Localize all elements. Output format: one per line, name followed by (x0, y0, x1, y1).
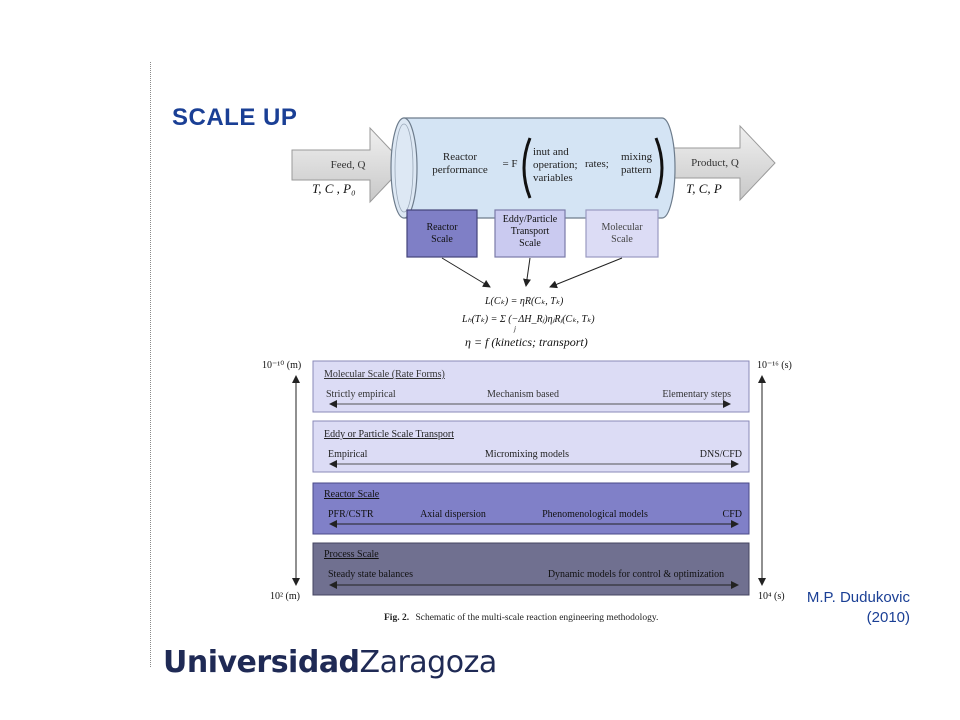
axis-left-top: 10⁻¹⁰ (m) (262, 360, 301, 371)
rates-label: rates; (585, 158, 609, 170)
equation-1: L(Cₖ) = ηR(Cₖ, Tₖ) (484, 296, 564, 307)
eddy-scale-line2: Transport (511, 226, 550, 237)
feed-label: Feed, Q (331, 159, 366, 171)
inputs-line2: operation; (533, 159, 578, 171)
figure-caption-label: Fig. 2. (384, 613, 409, 623)
feed-arrow: Feed, Q (291, 126, 406, 204)
band-molecular-left: Strictly empirical (326, 389, 396, 400)
band-eddy-left: Empirical (328, 449, 368, 460)
band-molecular-middle: Mechanism based (487, 389, 559, 400)
equals-f: = F (502, 158, 517, 170)
molecular-scale-box: Molecular Scale (585, 209, 659, 258)
reactor-scale-line2: Scale (431, 234, 453, 245)
citation-credit: M.P. Dudukovic (2010) (807, 588, 910, 628)
band-molecular-title: Molecular Scale (Rate Forms) (324, 369, 445, 380)
slide-title: SCALE UP (172, 104, 298, 131)
axis-right-top: 10⁻¹⁶ (s) (757, 360, 792, 371)
reactor-scale-box: Reactor Scale (406, 209, 478, 258)
equations: L(Cₖ) = ηR(Cₖ, Tₖ) Lₕ(Tₖ) = Σ (−ΔH_Rⱼ)ηⱼ… (461, 296, 595, 349)
inputs-line3: variables (533, 172, 573, 184)
mixing-line1: mixing (621, 151, 653, 163)
axis-right-bottom: 10⁴ (s) (758, 591, 785, 602)
band-reactor-middle2: Phenomenological models (542, 509, 648, 520)
equation-2-index: j (513, 325, 516, 333)
eddy-to-equation-arrow (523, 257, 531, 287)
band-molecular: Molecular Scale (Rate Forms) Strictly em… (312, 360, 750, 413)
eddy-scale-line1: Eddy/Particle (503, 214, 558, 225)
molecular-to-equation-arrow (549, 257, 623, 289)
citation-author: M.P. Dudukovic (806, 589, 910, 606)
band-eddy-title: Eddy or Particle Scale Transport (324, 429, 454, 440)
reactor-to-equation-arrow (441, 257, 491, 288)
band-process-middle: Dynamic models for control & optimizatio… (548, 569, 724, 580)
band-process-title: Process Scale (324, 549, 379, 560)
band-eddy: Eddy or Particle Scale Transport Empiric… (312, 420, 750, 473)
axis-left-bottom: 10² (m) (270, 591, 300, 602)
citation-year: (2010) (866, 609, 910, 626)
reactor-cylinder: Reactor performance = F inut and operati… (390, 117, 676, 219)
band-eddy-middle: Micromixing models (485, 449, 569, 460)
band-reactor-right: CFD (723, 509, 742, 520)
molecular-scale-line2: Scale (611, 234, 633, 245)
equation-2: Lₕ(Tₖ) = Σ (−ΔH_Rⱼ)ηⱼRⱼ(Cₖ, Tₖ) (461, 314, 595, 325)
band-reactor-middle: Axial dispersion (420, 509, 486, 520)
band-process-left: Steady state balances (328, 569, 413, 580)
band-molecular-right: Elementary steps (662, 389, 731, 400)
feed-variables: T, C , P₀ (312, 181, 356, 196)
reactor-performance-line2: performance (432, 164, 488, 176)
slide-divider-line (150, 62, 151, 667)
product-variables: T, C, P (686, 181, 722, 196)
band-reactor-left: PFR/CSTR (328, 509, 374, 520)
figure-caption: Fig. 2. Schematic of the multi-scale rea… (384, 612, 658, 623)
reactor-performance-line1: Reactor (443, 151, 478, 163)
eddy-scale-line3: Scale (519, 238, 541, 249)
band-eddy-right: DNS/CFD (700, 449, 742, 460)
band-reactor: Reactor Scale PFR/CSTR Axial dispersion … (312, 482, 750, 535)
product-label: Product, Q (691, 157, 739, 169)
figure-caption-text: Schematic of the multi-scale reaction en… (415, 612, 658, 623)
band-reactor-title: Reactor Scale (324, 489, 380, 500)
molecular-scale-line1: Molecular (601, 222, 643, 233)
eddy-scale-box: Eddy/Particle Transport Scale (494, 209, 566, 258)
universidad-zaragoza-logo: UniversidadZaragoza (163, 645, 497, 680)
band-process: Process Scale Steady state balances Dyna… (312, 542, 750, 596)
reactor-scale-line1: Reactor (426, 222, 458, 233)
inputs-line1: inut and (533, 146, 569, 158)
logo-regular: Zaragoza (359, 645, 498, 680)
equation-3: η = f (kinetics; transport) (465, 335, 588, 349)
mixing-line2: pattern (621, 164, 652, 176)
product-arrow: Product, Q (667, 124, 776, 202)
logo-bold: Universidad (163, 645, 360, 680)
